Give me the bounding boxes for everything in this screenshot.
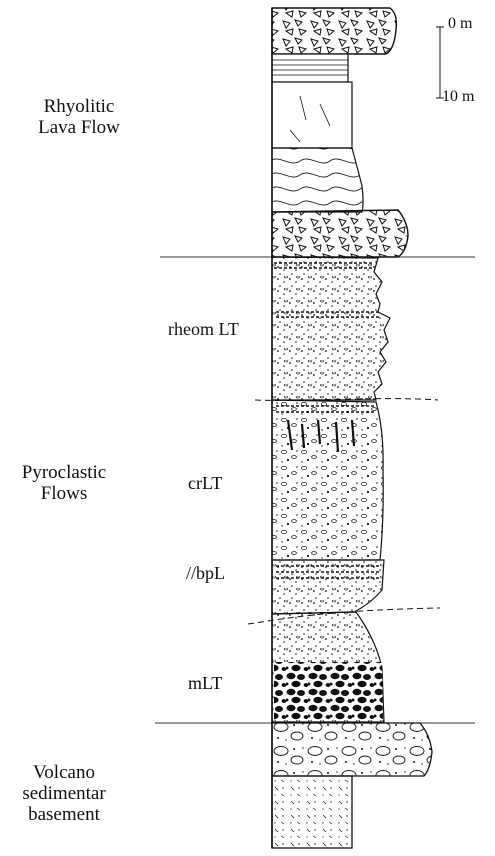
- unit-rheom-lt: [272, 257, 390, 400]
- unit-rhyolite-breccia-base: [272, 210, 408, 257]
- unit-rhyolite-breccia-top: [272, 8, 396, 54]
- unit-crlt: [272, 400, 383, 560]
- unit-rhyolite-flow-banded: [272, 148, 363, 212]
- unit-basement-sandstone: [272, 776, 352, 848]
- unit-bpl: [272, 560, 384, 614]
- unit-rhyolite-laminated: [272, 54, 348, 82]
- scale-bar: [436, 27, 444, 98]
- unit-mlt: [272, 612, 384, 722]
- unit-rhyolite-massive: [272, 82, 352, 148]
- unit-basement-conglomerate: [272, 723, 432, 776]
